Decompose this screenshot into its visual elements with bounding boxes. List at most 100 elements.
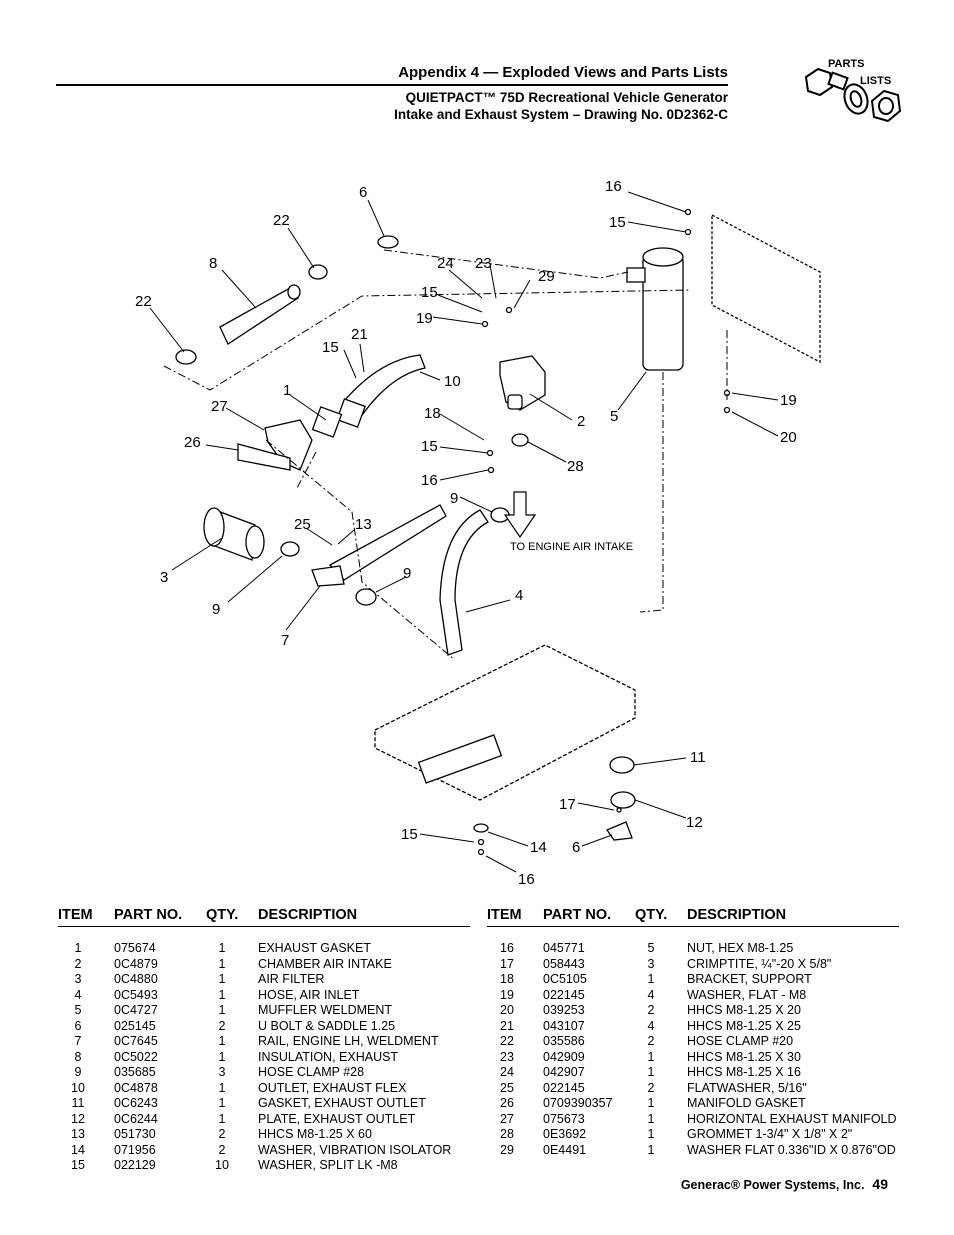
- cell-description: EXHAUST GASKET: [258, 941, 371, 955]
- cell-part-no: 022129: [114, 1158, 156, 1172]
- cell-part-no: 035586: [543, 1034, 585, 1048]
- cell-description: NUT, HEX M8-1.25: [687, 941, 794, 955]
- cell-part-no: 045771: [543, 941, 585, 955]
- cell-part-no: 0C4878: [114, 1080, 158, 1095]
- cell-description: MUFFLER WELDMENT: [258, 1003, 393, 1017]
- header-rule: [56, 84, 728, 86]
- cell-part-no: 039253: [543, 1003, 585, 1017]
- cell-part-no: 042909: [543, 1049, 585, 1064]
- cell-item: 10: [71, 1080, 85, 1095]
- page-footer: Generac® Power Systems, Inc.49: [681, 1176, 888, 1192]
- cell-item: 13: [71, 1127, 85, 1141]
- cell-qty: 1: [218, 1111, 226, 1126]
- air-inlet-hose: [439, 509, 489, 656]
- cell-description: BRACKET, SUPPORT: [687, 972, 812, 986]
- parts-table-header: ITEM PART NO. QTY. DESCRIPTION: [487, 906, 899, 927]
- cell-item: 25: [500, 1080, 514, 1095]
- callout-24: 24: [437, 255, 454, 272]
- cell-description: MANIFOLD GASKET: [687, 1096, 806, 1110]
- cell-item: 26: [500, 1096, 514, 1110]
- callout-8: 8: [209, 255, 217, 272]
- logo-text-parts: PARTS: [828, 58, 864, 70]
- cell-description: CHAMBER AIR INTAKE: [258, 956, 392, 971]
- cell-qty: 1: [218, 1049, 226, 1064]
- cell-qty: 5: [647, 941, 655, 955]
- callout-15: 15: [421, 284, 438, 301]
- cell-description: WASHER, VIBRATION ISOLATOR: [258, 1142, 452, 1157]
- page-subtitle-model: QUIETPACT™ 75D Recreational Vehicle Gene…: [405, 90, 728, 105]
- cell-part-no: 0E3692: [543, 1127, 587, 1141]
- cell-item: 3: [74, 972, 82, 986]
- cell-qty: 10: [215, 1158, 229, 1172]
- cell-description: FLATWASHER, 5/16": [687, 1080, 807, 1095]
- callout-16: 16: [421, 472, 438, 489]
- col-qty: QTY.: [635, 907, 668, 923]
- parts-table-right: ITEM PART NO. QTY. DESCRIPTION 16 045771 5…: [487, 906, 899, 1158]
- base-grille: [417, 734, 503, 784]
- cell-qty: 2: [647, 1080, 655, 1095]
- callout-19: 19: [416, 310, 433, 327]
- page-subtitle-drawing: Intake and Exhaust System – Drawing No. …: [394, 107, 728, 122]
- col-item: ITEM: [487, 907, 522, 923]
- cell-description: CRIMPTITE, ¼"-20 X 5/8": [687, 956, 832, 971]
- callout-5: 5: [610, 408, 618, 425]
- cell-item: 11: [71, 1096, 85, 1110]
- callout-27: 27: [211, 398, 228, 415]
- cell-description: HHCS M8-1.25 X 20: [687, 1003, 801, 1017]
- callout-12: 12: [686, 814, 703, 831]
- muffler-weldment: [626, 247, 684, 371]
- cell-description: WASHER, FLAT - M8: [687, 987, 807, 1002]
- cell-description: U BOLT & SADDLE 1.25: [258, 1018, 396, 1033]
- cell-part-no: 0E4491: [543, 1142, 587, 1157]
- cell-item: 12: [71, 1111, 85, 1126]
- callout-1: 1: [283, 382, 291, 399]
- callout-21: 21: [351, 326, 368, 343]
- cell-qty: 2: [647, 1034, 655, 1048]
- cell-part-no: 0709390357: [543, 1096, 613, 1110]
- air-intake-chamber: [499, 355, 546, 411]
- callout-22: 22: [273, 212, 290, 229]
- cell-description: PLATE, EXHAUST OUTLET: [258, 1111, 416, 1126]
- cell-part-no: 042907: [543, 1065, 585, 1079]
- cell-part-no: 075673: [543, 1111, 585, 1126]
- cell-qty: 2: [218, 1142, 226, 1157]
- hose-clamps: [175, 235, 529, 606]
- col-qty: QTY.: [206, 907, 239, 923]
- cell-item: 16: [500, 941, 514, 955]
- cell-item: 6: [74, 1018, 82, 1033]
- cell-description: HOSE CLAMP #20: [687, 1034, 794, 1048]
- cell-part-no: 0C4880: [114, 972, 158, 986]
- callout-9: 9: [450, 490, 458, 507]
- cell-part-no: 0C4727: [114, 1003, 158, 1017]
- footer-company: Generac® Power Systems, Inc.: [680, 1178, 865, 1192]
- cell-part-no: 0C6243: [114, 1096, 158, 1110]
- bolt-washer-nut-icon: [804, 67, 902, 123]
- cell-qty: 1: [218, 1080, 226, 1095]
- cell-item: 7: [74, 1034, 82, 1048]
- cell-item: 5: [74, 1003, 82, 1017]
- cell-qty: 2: [218, 1018, 226, 1033]
- cell-qty: 1: [647, 1127, 655, 1141]
- col-part-no: PART NO.: [543, 907, 612, 923]
- callout-23: 23: [475, 255, 492, 272]
- cell-item: 28: [500, 1127, 514, 1141]
- callout-26: 26: [184, 434, 201, 451]
